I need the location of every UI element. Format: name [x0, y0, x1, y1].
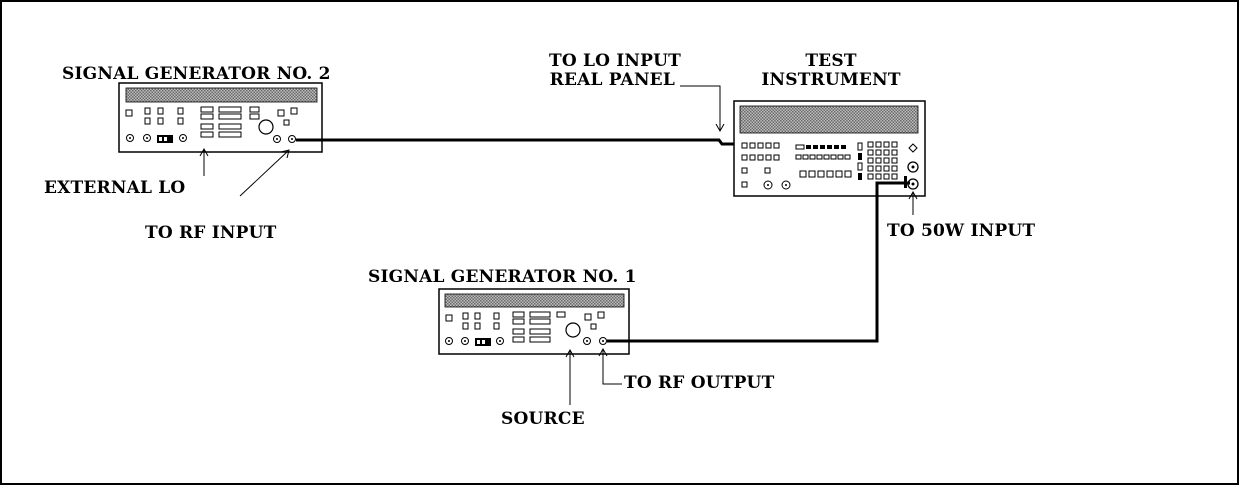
label-to-lo-input-line1: TO LO INPUT — [548, 51, 681, 71]
signal-generator-1-icon — [438, 288, 630, 355]
arrow-up-head — [598, 347, 608, 357]
arrow-up-head — [199, 147, 209, 157]
leader-to-rf-input — [239, 150, 289, 197]
label-test-instrument-line2: INSTRUMENT — [761, 70, 901, 90]
leader-to-rf-output — [602, 350, 622, 385]
label-to-rf-output: TO RF OUTPUT — [624, 373, 775, 393]
signal-generator-2-icon — [118, 82, 323, 153]
arrow-up-head — [565, 348, 575, 358]
label-to-lo-input-line2: REAL PANEL — [549, 70, 675, 90]
label-to-rf-input: TO RF INPUT — [145, 223, 277, 243]
arrow-head-rf-input — [280, 149, 290, 159]
label-to-50w-input: TO 50W INPUT — [887, 221, 1036, 241]
cable-sg1-to-instrument — [607, 181, 910, 343]
label-test-instrument-line1: TEST — [805, 51, 857, 71]
label-to-lo-input: TO LO INPUT REAL PANEL — [495, 52, 685, 90]
test-instrument-icon — [733, 100, 926, 197]
arrow-down-icon — [715, 123, 725, 133]
label-test-instrument: TEST INSTRUMENT — [736, 52, 926, 90]
label-signal-generator-1: SIGNAL GENERATOR NO. 1 — [368, 267, 637, 287]
cable-sg2-to-instrument — [296, 138, 734, 146]
label-signal-generator-2: SIGNAL GENERATOR NO. 2 — [62, 64, 331, 84]
leader-to-lo-input — [680, 85, 721, 130]
arrow-up-head — [908, 190, 918, 200]
label-source: SOURCE — [501, 409, 585, 429]
label-external-lo: EXTERNAL LO — [44, 178, 186, 198]
